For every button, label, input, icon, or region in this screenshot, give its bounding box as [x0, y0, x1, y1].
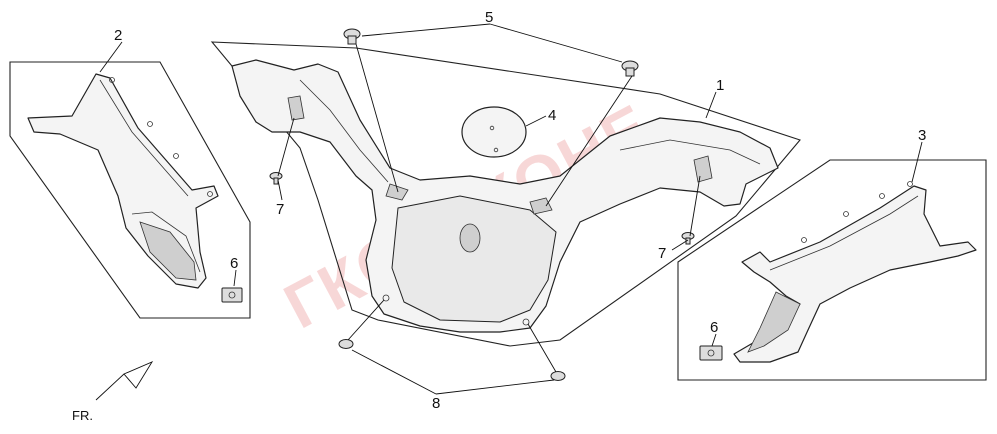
callout-7-left: 7: [276, 201, 284, 218]
callout-5: 5: [485, 9, 493, 26]
part-1-frame: [210, 41, 801, 347]
leader-lines: [99, 23, 923, 395]
part-3-frame: [677, 159, 987, 381]
part-3-right-cover-group: [677, 159, 987, 381]
part-1-center-cover-group: [210, 41, 801, 347]
callout-3: 3: [918, 127, 926, 144]
callout-6-left: 6: [230, 255, 238, 272]
part-6-clip-right: [699, 345, 723, 361]
callout-2: 2: [114, 27, 122, 44]
part-8-bolt-right: [550, 371, 566, 381]
part-8-bolt-left: [338, 339, 354, 349]
fasteners: [269, 28, 695, 381]
callout-6-right: 6: [710, 319, 718, 336]
callout-1: 1: [716, 77, 724, 94]
front-direction-indicator: FR.: [72, 361, 154, 423]
callout-7-right: 7: [658, 245, 666, 262]
direction-arrow-icon: [95, 361, 154, 401]
part-2-frame: [9, 61, 251, 319]
part-2-left-cover-group: [9, 61, 251, 319]
callout-8: 8: [432, 395, 440, 412]
part-4-cap: [461, 106, 527, 158]
part-6-clip-left: [221, 287, 243, 303]
callout-4: 4: [548, 107, 556, 124]
callout-labels: 1 2 3 4 5 6 6 7 7 8: [114, 9, 926, 412]
direction-label: FR.: [72, 408, 93, 423]
part-1-handlebar-cover: [231, 59, 779, 333]
